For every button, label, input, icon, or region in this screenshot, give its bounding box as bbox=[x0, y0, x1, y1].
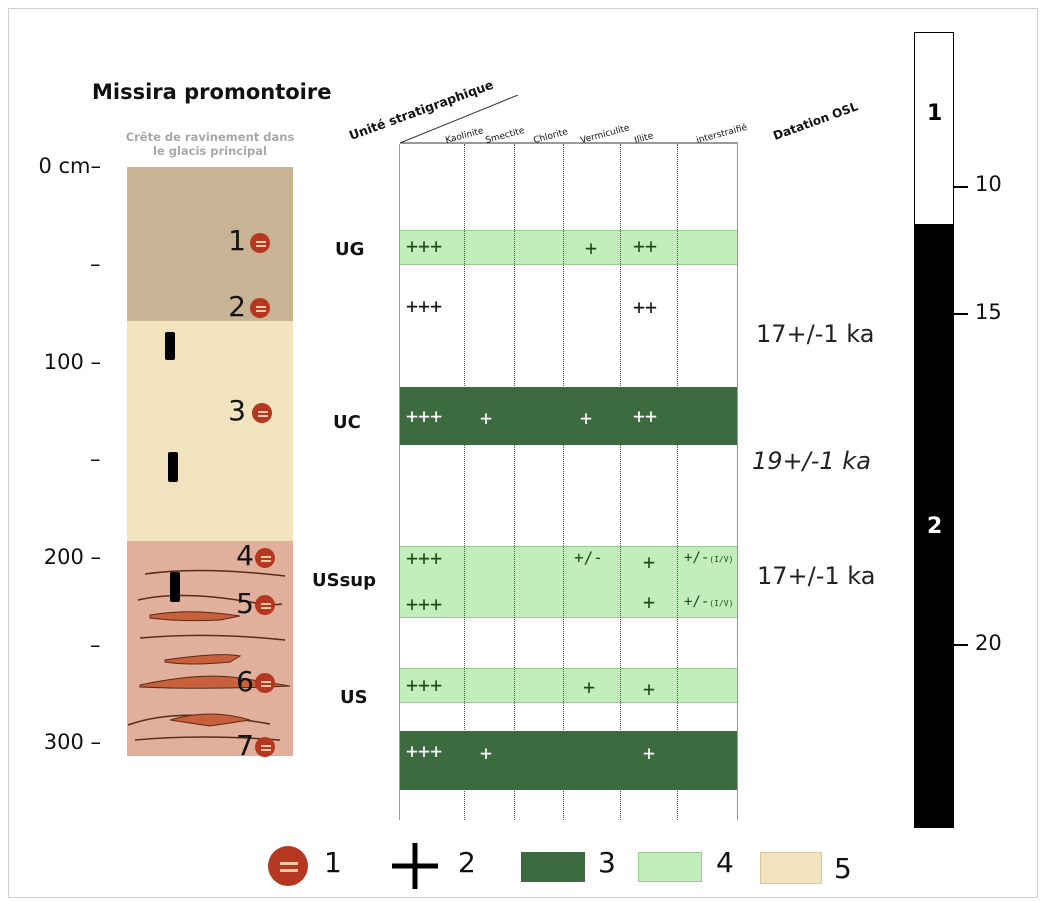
depth-label-200: 200 – bbox=[43, 545, 101, 569]
cell-us-vermiculite: + bbox=[583, 675, 596, 699]
band-ug bbox=[399, 230, 738, 265]
cell-r7-kaolinite: +++ bbox=[406, 739, 443, 763]
sample-number-6: 6 bbox=[236, 665, 254, 698]
cell-uc-vermiculite: + bbox=[580, 406, 593, 430]
depth-label-0: 0 cm– bbox=[38, 154, 101, 178]
legend-beige-swatch bbox=[760, 852, 822, 884]
scale-tick-label-20: 20 bbox=[975, 631, 1002, 655]
column-divider bbox=[563, 144, 564, 820]
depth-label-100: 100 – bbox=[43, 350, 101, 374]
cell-ug-illite: ++ bbox=[633, 234, 658, 258]
sample-icon bbox=[255, 595, 275, 615]
sample-icon bbox=[250, 298, 270, 318]
sample-icon bbox=[255, 673, 275, 693]
figure-title: Missira promontoire bbox=[92, 80, 332, 104]
depth-tick-150: – bbox=[90, 447, 101, 471]
layer-uc bbox=[127, 321, 293, 541]
sample-number-2: 2 bbox=[228, 290, 246, 323]
cell-uc-kaolinite: +++ bbox=[406, 404, 443, 428]
layer-lenses bbox=[127, 569, 291, 741]
scale-segment-2 bbox=[914, 224, 954, 828]
cell-ug-kaolinite: +++ bbox=[406, 234, 443, 258]
cell-uc-illite: ++ bbox=[633, 404, 658, 428]
cell-us-kaolinite: +++ bbox=[406, 673, 443, 697]
column-divider bbox=[464, 144, 465, 820]
legend-label-3: 3 bbox=[598, 846, 616, 879]
table-header-lines bbox=[399, 95, 738, 144]
legend-light-green-swatch bbox=[638, 852, 702, 882]
cell-r7-illite: + bbox=[643, 741, 656, 765]
cell-ussup2-interstratified: +/-(I/V) bbox=[684, 594, 734, 610]
sample-number-1: 1 bbox=[228, 224, 246, 257]
osl-date-1: 17+/-1 ka bbox=[756, 320, 875, 348]
cell-ussup1-interstratified: +/-(I/V) bbox=[684, 550, 734, 566]
band-ussup bbox=[399, 546, 738, 618]
scale-tick-label-10: 10 bbox=[975, 172, 1002, 196]
cell-us-illite: + bbox=[643, 677, 656, 701]
cell-r2-kaolinite: +++ bbox=[406, 294, 443, 318]
sample-number-5: 5 bbox=[236, 587, 254, 620]
cell-ussup1-illite: + bbox=[643, 550, 656, 574]
sample-number-4: 4 bbox=[236, 539, 254, 572]
table-left-border bbox=[399, 144, 400, 820]
scale-tick bbox=[954, 313, 968, 315]
scale-tick bbox=[954, 186, 968, 188]
band-uc bbox=[399, 387, 738, 445]
cell-uc-smectite: + bbox=[480, 406, 493, 430]
scale-label-1: 1 bbox=[927, 101, 943, 126]
legend-label-2: 2 bbox=[458, 846, 476, 879]
table-right-border bbox=[737, 144, 738, 820]
legend-plus-icon bbox=[392, 843, 438, 889]
cell-r2-illite: ++ bbox=[633, 295, 658, 319]
cell-ussup2-illite: + bbox=[643, 590, 656, 614]
cell-ug-vermiculite: + bbox=[585, 236, 598, 260]
unit-label-us: US bbox=[340, 687, 368, 708]
cell-ussup1-vermiculite: +/- bbox=[574, 548, 603, 567]
legend-dark-green-swatch bbox=[521, 852, 585, 882]
column-divider bbox=[514, 144, 515, 820]
sample-icon bbox=[250, 233, 270, 253]
depth-label-300: 300 – bbox=[43, 730, 101, 754]
cell-ussup1-kaolinite: +++ bbox=[406, 546, 443, 570]
cell-r7-smectite: + bbox=[480, 741, 493, 765]
osl-sample-mark bbox=[170, 572, 180, 602]
unit-label-ug: UG bbox=[335, 239, 365, 260]
sample-number-7: 7 bbox=[236, 729, 254, 762]
band-us bbox=[399, 668, 738, 703]
sample-icon bbox=[255, 548, 275, 568]
scale-tick bbox=[954, 644, 968, 646]
band-base bbox=[399, 731, 738, 790]
unit-label-ussup: USsup bbox=[312, 570, 376, 591]
osl-date-3: 17+/-1 ka bbox=[757, 562, 876, 590]
scale-tick-label-15: 15 bbox=[975, 300, 1002, 324]
sample-number-3: 3 bbox=[228, 394, 246, 427]
column-divider bbox=[620, 144, 621, 820]
sample-icon bbox=[252, 403, 272, 423]
column-divider bbox=[677, 144, 678, 820]
legend-label-5: 5 bbox=[834, 852, 852, 885]
depth-tick-250: – bbox=[90, 633, 101, 657]
osl-date-2: 19+/-1 ka bbox=[752, 447, 871, 475]
legend-label-4: 4 bbox=[716, 846, 734, 879]
scale-segment-1 bbox=[914, 32, 954, 225]
scale-label-2: 2 bbox=[927, 514, 943, 539]
figure-frame bbox=[8, 8, 1038, 898]
depth-tick-50: – bbox=[90, 252, 101, 276]
osl-sample-mark bbox=[165, 332, 175, 360]
figure-subtitle: Crête de ravinement dans le glacis princ… bbox=[125, 130, 295, 158]
legend-sample-icon bbox=[268, 846, 308, 886]
unit-label-uc: UC bbox=[333, 412, 361, 433]
legend-label-1: 1 bbox=[324, 846, 342, 879]
cell-ussup2-kaolinite: +++ bbox=[406, 592, 443, 616]
sample-icon bbox=[255, 737, 275, 757]
osl-sample-mark bbox=[168, 452, 178, 482]
